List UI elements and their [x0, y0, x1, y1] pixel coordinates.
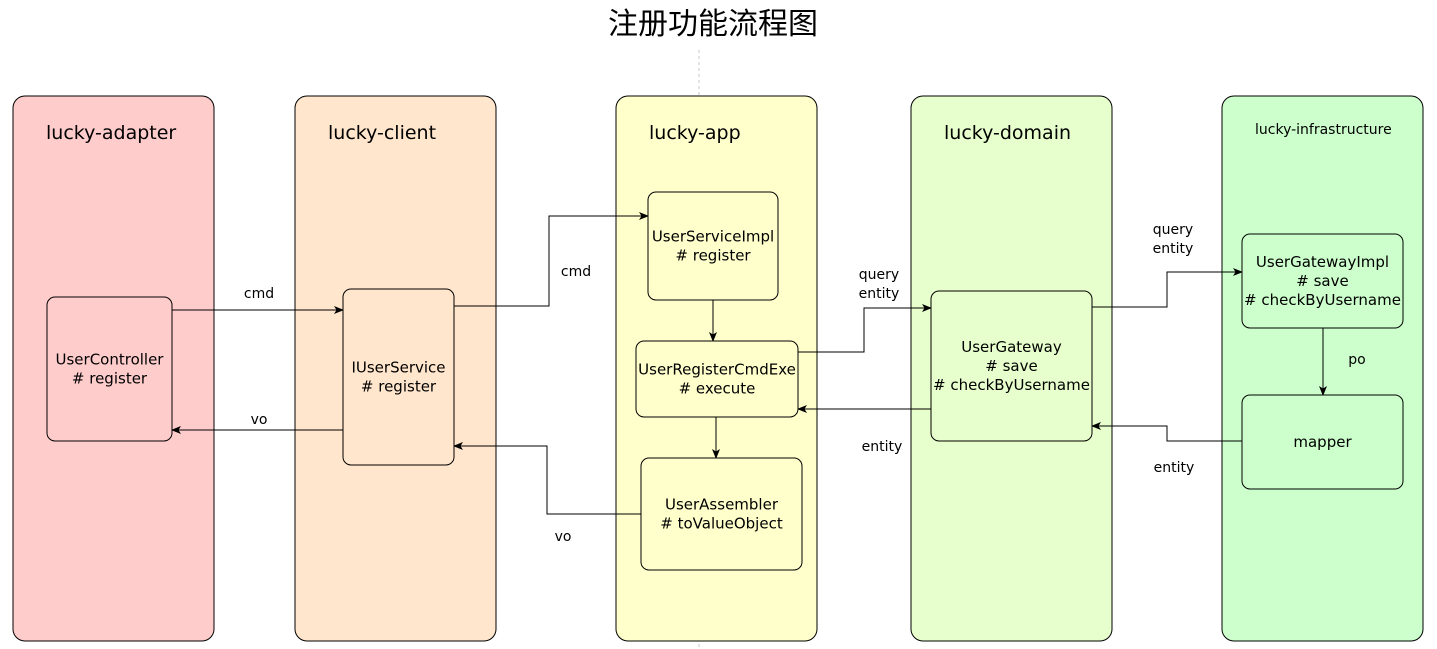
node-userController: UserController# register — [46, 296, 173, 442]
lane-adapter-label: lucky-adapter — [46, 122, 176, 144]
edge-label-e6-0: vo — [555, 529, 572, 545]
node-userGatewayImpl-box — [1241, 233, 1404, 329]
edge-mapper-to-userGateway — [1091, 422, 1242, 442]
node-iUserService-line-1: # register — [361, 378, 437, 396]
node-userAssembler-line-1: # toValueObject — [660, 515, 783, 533]
node-iUserService-box — [342, 288, 455, 466]
edge-userGateway-to-userGatewayImpl — [1092, 268, 1243, 308]
node-iUserService: IUserService# register — [342, 288, 455, 466]
node-mapper-box — [1241, 394, 1404, 490]
node-iUserService-line-0: IUserService — [351, 359, 445, 377]
node-userRegisterCmdExe-line-0: UserRegisterCmdExe — [638, 361, 796, 379]
edge-label-e3-0: cmd — [561, 264, 591, 280]
node-userGatewayImpl-line-2: # checkByUsername — [1244, 291, 1401, 309]
lane-domain-label: lucky-domain — [944, 122, 1071, 144]
node-userGateway-line-2: # checkByUsername — [933, 376, 1090, 394]
edge-label-e9-0: query — [1153, 222, 1193, 238]
edge-label-e8-0: entity — [862, 439, 903, 455]
edge-label-e2-0: vo — [251, 412, 268, 428]
node-userAssembler-line-0: UserAssembler — [665, 496, 779, 514]
node-userServiceImpl: UserServiceImpl# register — [647, 191, 779, 301]
node-userAssembler-box — [640, 457, 803, 571]
edge-label-e1-0: cmd — [244, 286, 274, 302]
edge-userRegisterCmdExe-to-userGateway — [798, 304, 932, 353]
node-userGateway: UserGateway# save# checkByUsername — [930, 290, 1093, 442]
node-userServiceImpl-line-1: # register — [675, 247, 751, 265]
node-userRegisterCmdExe: UserRegisterCmdExe# execute — [635, 340, 799, 418]
node-userGateway-line-1: # save — [985, 357, 1037, 375]
edge-label-e11-0: entity — [1154, 460, 1195, 476]
node-userController-box — [46, 296, 173, 442]
lane-infra-label: lucky-infrastructure — [1255, 122, 1392, 138]
diagram-title: 注册功能流程图 — [608, 7, 818, 42]
node-userServiceImpl-line-0: UserServiceImpl — [652, 228, 774, 246]
node-userGateway-box — [930, 290, 1093, 442]
node-userRegisterCmdExe-box — [635, 340, 799, 418]
node-userServiceImpl-box — [647, 191, 779, 301]
node-userGatewayImpl-line-0: UserGatewayImpl — [1256, 253, 1389, 271]
edge-label-e9-1: entity — [1153, 241, 1194, 257]
node-userGatewayImpl: UserGatewayImpl# save# checkByUsername — [1241, 233, 1404, 329]
node-mapper-line-0: mapper — [1293, 433, 1352, 451]
lane-app-label: lucky-app — [649, 122, 741, 144]
edge-iUserService-to-userServiceImpl — [454, 212, 649, 307]
node-userController-line-0: UserController — [56, 351, 165, 369]
node-userRegisterCmdExe-line-1: # execute — [679, 380, 756, 398]
edge-label-e10-0: po — [1348, 352, 1365, 368]
edge-label-e7-0: query — [859, 267, 899, 283]
node-mapper: mapper — [1241, 394, 1404, 490]
edge-label-e7-1: entity — [859, 286, 900, 302]
node-userAssembler: UserAssembler# toValueObject — [640, 457, 803, 571]
lane-client-label: lucky-client — [328, 122, 436, 144]
node-userController-line-1: # register — [72, 370, 148, 388]
edge-userAssembler-to-iUserService — [453, 442, 641, 515]
node-userGatewayImpl-line-1: # save — [1296, 272, 1348, 290]
node-userGateway-line-0: UserGateway — [961, 338, 1062, 356]
